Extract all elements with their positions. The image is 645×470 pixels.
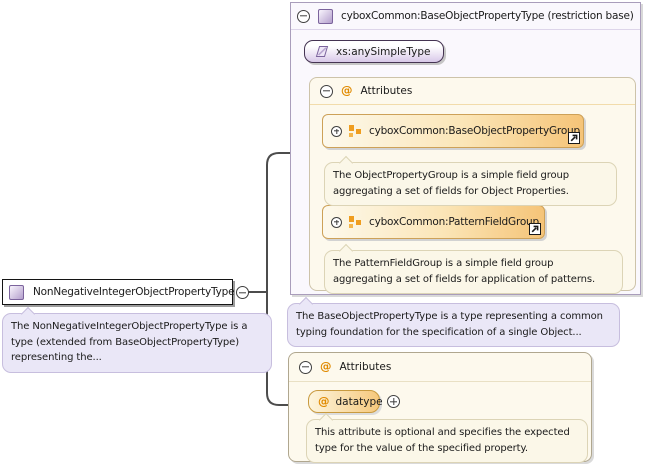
datatype-annotation-text: This attribute is optional and specifies… [315, 427, 570, 454]
base-attributes-header: @ Attributes [310, 78, 635, 105]
attribute-group-icon-part [349, 215, 354, 222]
base-type-header: cyboxCommon:BaseObjectPropertyType (rest… [291, 3, 640, 30]
collapse-toggle-main-type[interactable] [236, 286, 249, 299]
base-attributes-section: @ Attributes cyboxCommon:BaseObjectPrope… [309, 77, 636, 294]
base-type-panel: cyboxCommon:BaseObjectPropertyType (rest… [290, 2, 641, 295]
main-type-annotation: The NonNegativeIntegerObjectPropertyType… [2, 306, 272, 373]
attribute-at-icon: @ [341, 83, 353, 98]
attribute-group-ref-patternfieldgroup[interactable]: cyboxCommon:PatternFieldGroup [322, 205, 545, 239]
datatype-attributes-panel: @ Attributes @ datatype This attribute i… [288, 352, 592, 463]
datatype-attributes-header: @ Attributes [289, 353, 591, 382]
bubble-tail [318, 412, 334, 427]
expand-toggle-group[interactable] [331, 216, 342, 228]
bubble-tail [338, 243, 354, 258]
main-type-label: NonNegativeIntegerObjectPropertyType [33, 286, 235, 298]
simple-type-pill[interactable]: xs:anySimpleType [304, 40, 444, 63]
main-type-annotation-text: The NonNegativeIntegerObjectPropertyType… [11, 321, 248, 363]
attribute-group-icon [349, 215, 362, 229]
base-type-annotation-text: The BaseObjectPropertyType is a type rep… [296, 311, 603, 338]
base-type-annotation: The BaseObjectPropertyType is a type rep… [287, 296, 620, 347]
base-type-title: cyboxCommon:BaseObjectPropertyType (rest… [341, 10, 634, 22]
attributes-section-label: Attributes [339, 361, 392, 373]
simple-type-icon [315, 46, 329, 57]
simple-type-label: xs:anySimpleType [336, 45, 431, 58]
collapse-toggle-attributes[interactable] [299, 360, 312, 374]
collapse-toggle-base-type[interactable] [297, 9, 310, 23]
link-arrow-icon[interactable] [529, 223, 541, 235]
collapse-toggle-base-attributes[interactable] [320, 84, 333, 98]
complex-type-icon [318, 8, 333, 24]
attribute-group-label: cyboxCommon:BaseObjectPropertyGroup [369, 125, 580, 137]
datatype-annotation: This attribute is optional and specifies… [306, 412, 588, 463]
attribute-group-icon-part [356, 219, 361, 225]
attribute-group-icon-part [349, 223, 353, 228]
attribute-group-icon-part [356, 128, 361, 134]
datatype-attribute-pill[interactable]: @ datatype [308, 390, 383, 413]
attribute-group-icon [349, 124, 362, 138]
attribute-at-icon: @ [320, 359, 332, 374]
complex-type-icon [9, 284, 24, 300]
bubble-tail [338, 155, 354, 170]
attributes-section-label: Attributes [360, 85, 413, 97]
attribute-group-annotation-text: The PatternFieldGroup is a simple field … [333, 258, 596, 285]
attribute-group-annotation: The PatternFieldGroup is a simple field … [324, 243, 623, 294]
attribute-group-annotation-text: The ObjectPropertyGroup is a simple fiel… [333, 170, 570, 197]
main-type-box[interactable]: NonNegativeIntegerObjectPropertyType [2, 279, 235, 305]
attribute-at-icon: @ [318, 393, 330, 408]
attribute-group-ref-baseobjectpropertygroup[interactable]: cyboxCommon:BaseObjectPropertyGroup [322, 114, 584, 148]
datatype-attribute-label: datatype [335, 395, 383, 408]
expand-toggle-group[interactable] [331, 125, 342, 137]
attribute-group-label: cyboxCommon:PatternFieldGroup [369, 216, 539, 228]
expand-toggle-datatype[interactable] [387, 395, 400, 408]
link-arrow-icon[interactable] [568, 132, 580, 144]
attribute-group-icon-part [349, 124, 354, 131]
attribute-group-icon-part [349, 132, 353, 137]
attribute-group-annotation: The ObjectPropertyGroup is a simple fiel… [324, 155, 617, 206]
